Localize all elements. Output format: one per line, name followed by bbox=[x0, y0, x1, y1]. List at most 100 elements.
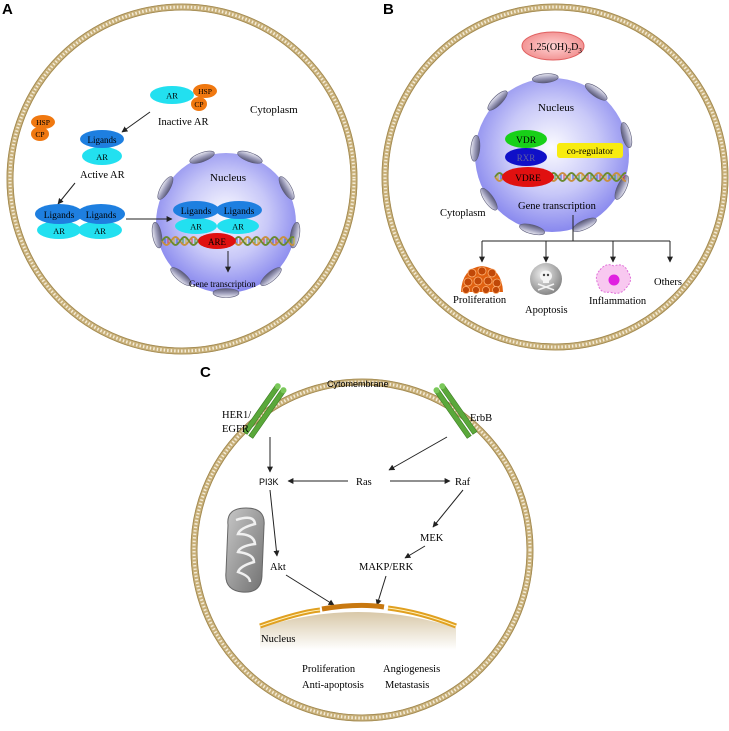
panel-a-letter: A bbox=[2, 1, 13, 18]
nucleus-label-c: Nucleus bbox=[261, 634, 295, 645]
ligands-label: Ligands bbox=[181, 207, 212, 217]
ligands-label: Ligands bbox=[224, 207, 255, 217]
egfr-label: EGFR bbox=[222, 424, 249, 435]
cell-membrane-c bbox=[190, 378, 534, 722]
arrow-dimerization bbox=[57, 182, 76, 205]
nuclear-pore bbox=[278, 176, 295, 200]
ar-label: AR bbox=[94, 226, 106, 236]
ligands-label: Ligands bbox=[88, 135, 117, 145]
outcome-branches bbox=[479, 215, 673, 263]
outcome-metastasis: Metastasis bbox=[385, 680, 429, 691]
cytoplasm-label-b: Cytoplasm bbox=[440, 208, 486, 219]
vdre-label: VDRE bbox=[515, 174, 541, 184]
nuclear-pore bbox=[157, 176, 174, 200]
mek-node: MEK bbox=[420, 533, 444, 544]
ar-label: AR bbox=[53, 226, 65, 236]
ar-dimer-cytoplasm: AR AR Ligands Ligands bbox=[35, 204, 125, 239]
inflammation-cell-icon bbox=[595, 264, 632, 294]
nuclear-pore bbox=[170, 267, 192, 286]
arrow-raf-mek bbox=[432, 489, 464, 528]
rxr-label: RXR bbox=[517, 153, 536, 163]
outcome-proliferation: Proliferation bbox=[453, 295, 507, 306]
nucleus-c bbox=[259, 602, 457, 650]
ras-node: Ras bbox=[356, 477, 372, 488]
nuclear-pore bbox=[620, 122, 633, 148]
vdr-label: VDR bbox=[516, 136, 537, 146]
hsp-label: HSP bbox=[36, 118, 50, 127]
erbb-receptor bbox=[433, 383, 478, 439]
outcome-apoptosis: Apoptosis bbox=[525, 305, 568, 316]
ar-label: AR bbox=[166, 91, 178, 101]
cell-membrane-a bbox=[6, 3, 358, 355]
ar-label: AR bbox=[190, 222, 202, 232]
nuclear-pore bbox=[189, 150, 215, 164]
nucleus-b bbox=[470, 73, 633, 236]
active-ar-complex: AR Ligands bbox=[80, 130, 124, 165]
outcome-inflammation: Inflammation bbox=[589, 296, 647, 307]
ligands-label: Ligands bbox=[86, 211, 117, 221]
active-ar-label: Active AR bbox=[80, 170, 125, 181]
arrow-erbb-ras bbox=[388, 436, 448, 471]
nuclear-pore bbox=[487, 90, 508, 111]
mitochondrion-icon bbox=[225, 507, 265, 593]
cp-label: CP bbox=[35, 130, 44, 139]
cell-membrane-b bbox=[381, 3, 729, 351]
gene-transcription-label-b: Gene transcription bbox=[518, 201, 597, 212]
are-element: ARE bbox=[198, 233, 236, 249]
vitamin-d-ligand: 1,25(OH)2D3 bbox=[521, 31, 585, 61]
panel-c: C Cytomembrane HER1/ EGF bbox=[190, 364, 534, 722]
vitamin-d-label: 1,25(OH)2D3 bbox=[529, 42, 582, 55]
ligands-label: Ligands bbox=[44, 211, 75, 221]
nuclear-pore bbox=[151, 222, 163, 249]
ar-dimer-nucleus: AR AR Ligands Ligands bbox=[173, 201, 262, 234]
inactive-ar-complex: AR HSP CP bbox=[150, 84, 217, 111]
nuclear-pore bbox=[470, 135, 481, 162]
outcome-proliferation-c: Proliferation bbox=[302, 664, 356, 675]
released-hsp-cp: HSP CP bbox=[31, 115, 55, 141]
nuclear-pore bbox=[260, 267, 282, 286]
nuclear-pore bbox=[289, 222, 301, 249]
outcome-anti-apoptosis: Anti-apoptosis bbox=[302, 680, 364, 691]
nuclear-pore bbox=[237, 150, 263, 164]
arrow-activation bbox=[121, 111, 151, 133]
nuclear-pore bbox=[519, 223, 545, 236]
panel-a: A Cytoplasm Nucleus AR HSP CP Inactive A… bbox=[2, 1, 358, 355]
nuclear-pore bbox=[532, 73, 559, 84]
cp-label: CP bbox=[194, 100, 203, 109]
nucleus-label-a: Nucleus bbox=[210, 172, 246, 184]
arrow-mek-makp bbox=[404, 545, 426, 559]
inactive-ar-label: Inactive AR bbox=[158, 117, 208, 128]
coregulator-label: co-regulator bbox=[567, 147, 614, 157]
erbb-label: ErbB bbox=[470, 413, 492, 424]
pathway-arrows bbox=[267, 436, 464, 644]
akt-node: Akt bbox=[270, 562, 286, 573]
proliferation-cells-icon bbox=[461, 266, 503, 294]
vdr-complex: VDR RXR co-regulator bbox=[505, 130, 623, 166]
makp-erk-node: MAKP/ERK bbox=[359, 562, 414, 573]
cytomembrane-label: Cytomembrane bbox=[327, 379, 389, 389]
panel-b: B 1,25(OH)2D3 Nucleus VDR RXR co-regulat… bbox=[381, 1, 729, 351]
arrow-makp-nucleus bbox=[375, 575, 387, 606]
outcome-others: Others bbox=[654, 277, 682, 288]
nucleus-label-b: Nucleus bbox=[538, 102, 574, 114]
vdre-element: VDRE bbox=[502, 167, 554, 187]
nuclear-pore bbox=[212, 288, 240, 298]
nuclear-pore bbox=[584, 83, 608, 101]
skull-icon bbox=[530, 263, 562, 295]
ar-label: AR bbox=[96, 152, 108, 162]
arrow-akt-nucleus bbox=[285, 574, 335, 606]
panel-b-letter: B bbox=[383, 1, 394, 18]
panel-c-letter: C bbox=[200, 364, 211, 381]
ar-label: AR bbox=[232, 222, 244, 232]
gene-transcription-label-a: Gene transcription bbox=[189, 279, 256, 289]
her1-egfr-receptor bbox=[242, 383, 287, 439]
cytoplasm-label-a: Cytoplasm bbox=[250, 104, 298, 116]
hsp-label: HSP bbox=[198, 87, 212, 96]
nuclear-pore bbox=[480, 187, 498, 211]
pi3k-node: PI3K bbox=[259, 477, 279, 487]
her1-label: HER1/ bbox=[222, 410, 251, 421]
outcome-angiogenesis: Angiogenesis bbox=[383, 664, 440, 675]
are-label: ARE bbox=[208, 237, 227, 247]
arrow-pi3k-akt bbox=[269, 489, 280, 557]
